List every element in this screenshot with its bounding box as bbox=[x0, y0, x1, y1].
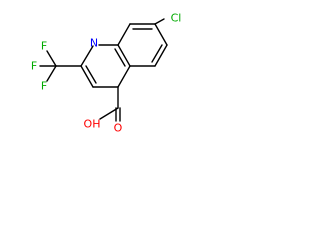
fluorine-label-1: F bbox=[41, 40, 47, 53]
atom-labels: N Cl F F F O OH bbox=[31, 12, 182, 135]
carbonyl-oxygen-label: O bbox=[114, 122, 123, 135]
bond-n1-c2 bbox=[80, 45, 94, 67]
bond-c2-c3 bbox=[80, 65, 94, 88]
bond-c-oh bbox=[99, 107, 119, 120]
chlorine-label: Cl bbox=[171, 12, 182, 25]
fluorine-label-2: F bbox=[31, 60, 37, 73]
structure-diagram: N Cl F F F O OH bbox=[31, 12, 182, 135]
hydroxyl-label: OH bbox=[84, 118, 101, 131]
bond-cf3-f3 bbox=[46, 65, 57, 82]
bond-c2-c3-inner bbox=[85, 65, 97, 84]
bond-c4a-c8a bbox=[117, 44, 131, 67]
bond-c7-c6 bbox=[154, 23, 168, 46]
bond-c4a-c8a-inner bbox=[114, 48, 126, 67]
bond-c6-c5 bbox=[154, 44, 168, 67]
bond-c7-cl bbox=[154, 18, 165, 25]
bond-cf3-f1 bbox=[46, 50, 57, 67]
fluorine-label-3: F bbox=[41, 80, 47, 93]
bond-c4-c4a bbox=[117, 65, 131, 88]
bond-lines bbox=[39, 18, 168, 122]
bond-c8a-c8 bbox=[117, 23, 131, 46]
bond-c6-c5-inner bbox=[151, 44, 163, 63]
nitrogen-label: N bbox=[90, 37, 98, 50]
